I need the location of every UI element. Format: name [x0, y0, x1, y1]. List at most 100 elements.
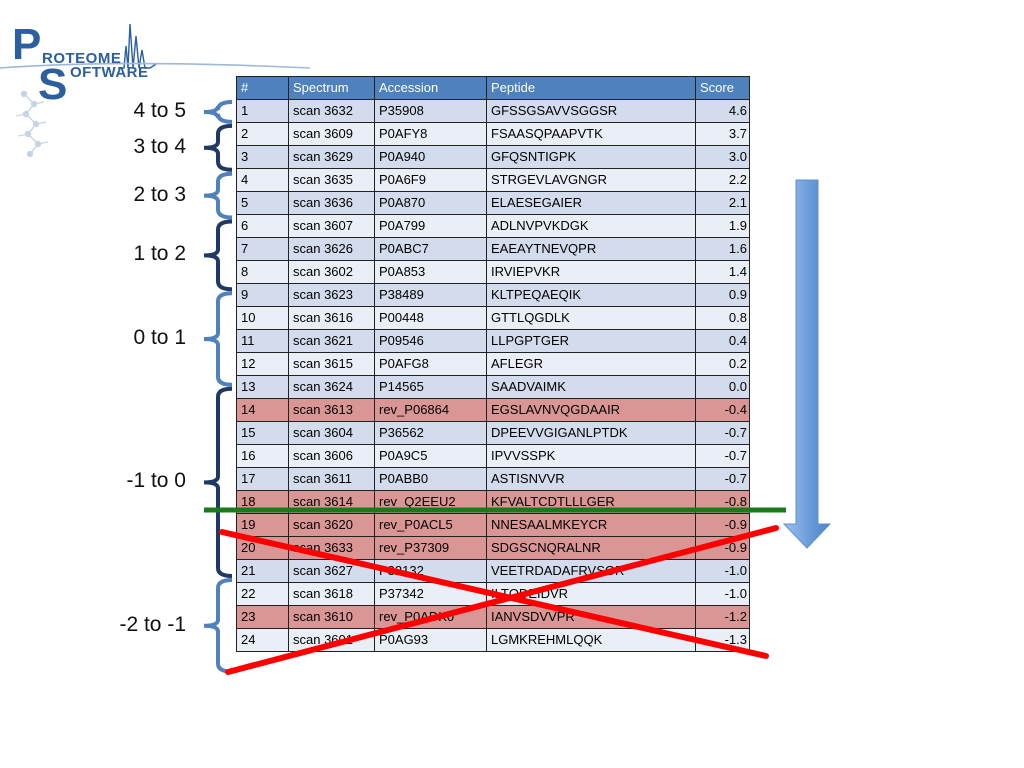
cell-spectrum: scan 3606 [288, 444, 375, 468]
cell-number: 14 [236, 398, 289, 422]
cell-peptide: DPEEVVGIGANLPTDK [486, 421, 696, 445]
descending-score-arrow [782, 179, 832, 549]
rejected-region-cross [219, 525, 779, 675]
score-range-label: 4 to 5 [133, 98, 186, 122]
cell-accession: P38489 [374, 283, 487, 307]
cell-score: 1.9 [695, 214, 750, 238]
cell-spectrum: scan 3611 [288, 467, 375, 491]
table-header-row: # Spectrum Accession Peptide Score [236, 76, 750, 100]
score-range-label: 2 to 3 [133, 182, 186, 206]
cell-peptide: EAEAYTNEVQPR [486, 237, 696, 261]
cell-number: 12 [236, 352, 289, 376]
score-range-label: 0 to 1 [133, 326, 186, 349]
cell-accession: P0AFY8 [374, 122, 487, 146]
cell-score: 3.7 [695, 122, 750, 146]
cell-score: -0.7 [695, 421, 750, 445]
cell-number: 2 [236, 122, 289, 146]
cell-spectrum: scan 3623 [288, 283, 375, 307]
cell-score: -0.7 [695, 467, 750, 491]
cell-score: 0.9 [695, 283, 750, 307]
cell-peptide: EGSLAVNVQGDAAIR [486, 398, 696, 422]
cell-accession: P00448 [374, 306, 487, 330]
cell-peptide: SAADVAIMK [486, 375, 696, 399]
cell-number: 11 [236, 329, 289, 353]
cell-score: -0.4 [695, 398, 750, 422]
cell-peptide: KLTPEQAEQIK [486, 283, 696, 307]
cell-peptide: ADLNVPVKDGK [486, 214, 696, 238]
score-range-label: 1 to 2 [133, 242, 186, 266]
cell-score: 3.0 [695, 145, 750, 169]
cell-accession: P0A853 [374, 260, 487, 284]
cell-score: -1.2 [695, 605, 750, 629]
cell-number: 6 [236, 214, 289, 238]
cell-number: 8 [236, 260, 289, 284]
cell-number: 24 [236, 628, 289, 652]
cell-peptide: IPVVSSPK [486, 444, 696, 468]
cell-peptide: IRVIEPVKR [486, 260, 696, 284]
score-range-braces [203, 100, 233, 674]
cell-score: 0.8 [695, 306, 750, 330]
cell-spectrum: scan 3620 [288, 513, 375, 537]
cell-peptide: GFSSGSAVVSGGSR [486, 99, 696, 123]
cell-number: 3 [236, 145, 289, 169]
column-header-peptide: Peptide [486, 76, 696, 100]
cell-spectrum: scan 3621 [288, 329, 375, 353]
cross-stroke-2 [225, 525, 779, 675]
cell-number: 16 [236, 444, 289, 468]
brace-icon [203, 386, 233, 578]
cell-score: 4.6 [695, 99, 750, 123]
score-range-label: -2 to -1 [119, 612, 186, 636]
cell-spectrum: scan 3610 [288, 605, 375, 629]
cell-number: 10 [236, 306, 289, 330]
cell-spectrum: scan 3616 [288, 306, 375, 330]
cell-peptide: GFQSNTIGPK [486, 145, 696, 169]
cell-peptide: AFLEGR [486, 352, 696, 376]
cell-spectrum: scan 3604 [288, 421, 375, 445]
cell-number: 22 [236, 582, 289, 606]
cell-peptide: ASTISNVVR [486, 467, 696, 491]
cell-spectrum: scan 3607 [288, 214, 375, 238]
cell-accession: P0ABC7 [374, 237, 487, 261]
cell-accession: P0AG93 [374, 628, 487, 652]
cell-accession: P36562 [374, 421, 487, 445]
cell-accession: P0AFG8 [374, 352, 487, 376]
logo-letter-p: P [12, 20, 42, 69]
cell-score: 2.2 [695, 168, 750, 192]
cross-stroke-1 [219, 529, 769, 659]
brace-icon [203, 291, 233, 387]
cell-score: 0.2 [695, 352, 750, 376]
brace-icon [203, 171, 233, 220]
logo-word-oftware: OFTWARE [70, 64, 149, 81]
brace-icon [203, 123, 233, 172]
cell-peptide: STRGEVLAVGNGR [486, 168, 696, 192]
cell-number: 19 [236, 513, 289, 537]
cell-score: 0.4 [695, 329, 750, 353]
proteome-software-logo: P ROTEOME S OFTWARE [0, 6, 320, 166]
cell-spectrum: scan 3613 [288, 398, 375, 422]
cell-accession: rev_P06864 [374, 398, 487, 422]
cell-accession: P0A6F9 [374, 168, 487, 192]
cell-accession: P0A870 [374, 191, 487, 215]
logo-graphic [0, 23, 311, 158]
cell-accession: P0ABB0 [374, 467, 487, 491]
arrow-down-icon [782, 179, 832, 549]
cell-peptide: FSAASQPAAPVTK [486, 122, 696, 146]
brace-icon [203, 578, 233, 674]
score-range-label: 3 to 4 [133, 134, 186, 158]
